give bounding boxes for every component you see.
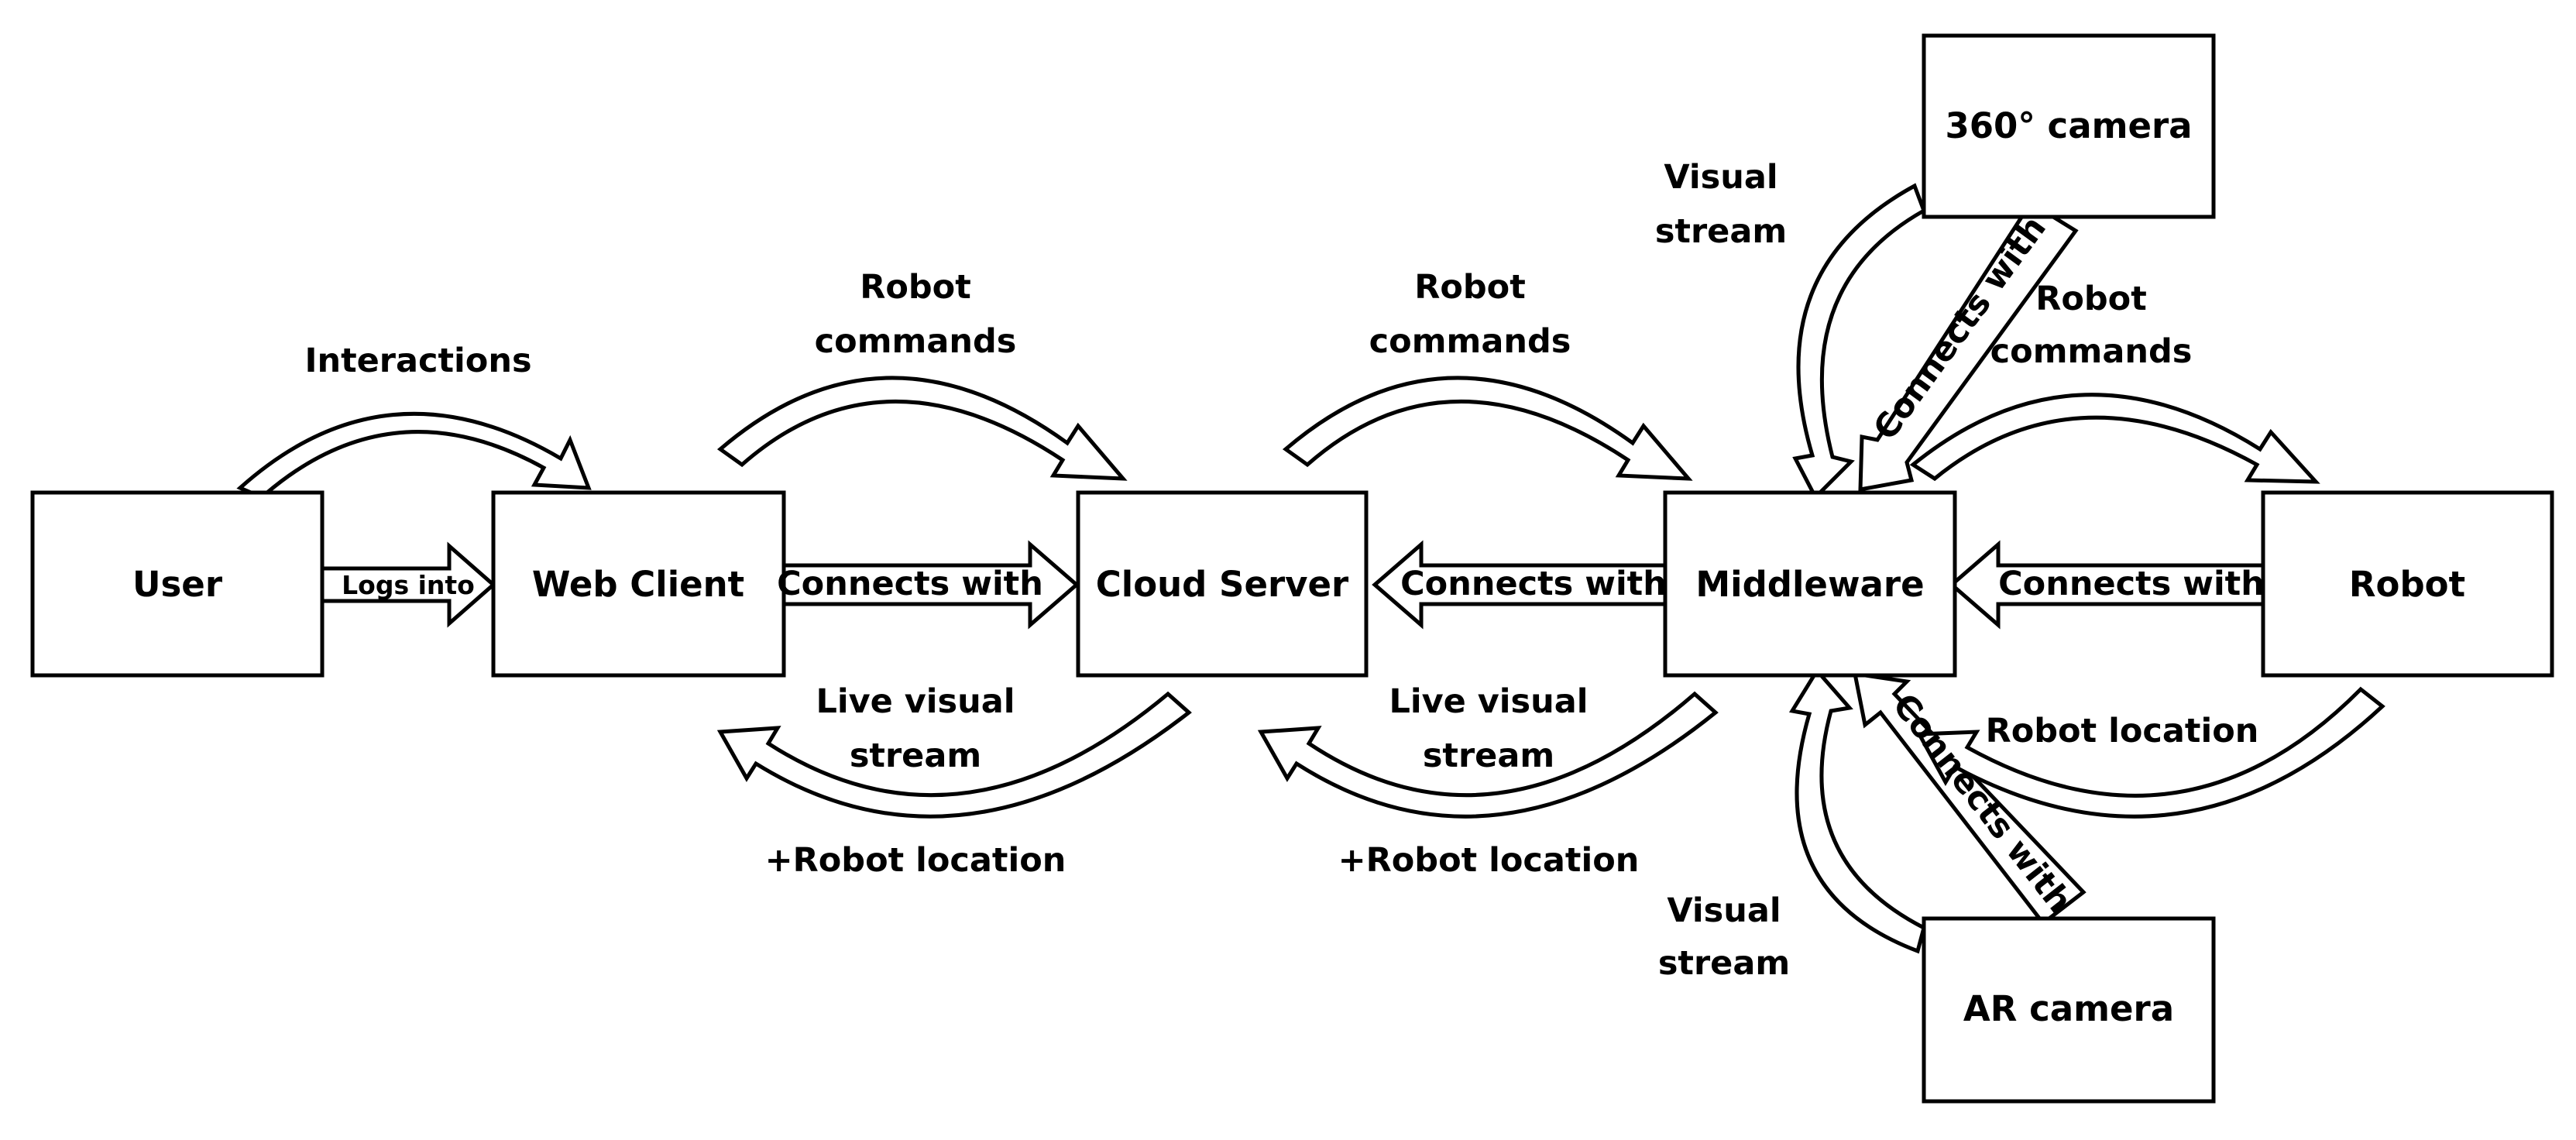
cs-mw-commands-label-2: commands	[1369, 322, 1571, 361]
user-label: User	[132, 564, 223, 605]
mw-robot-commands-label-1: Robot	[2035, 280, 2147, 318]
wc-cs-stream-label-2: stream	[850, 737, 981, 775]
cloud-server-node	[1076, 490, 1369, 678]
robot-middleware-location-arrow	[1915, 686, 2385, 819]
arcamera-middleware-connects-arrow	[1852, 671, 2087, 926]
robot-middleware-connects-arrow	[1949, 540, 2265, 630]
cloud-webclient-stream-arrow	[716, 691, 1192, 819]
web-client-node	[491, 490, 786, 678]
middleware-label: Middleware	[1695, 564, 1924, 605]
webclient-cloud-commands-arrow	[716, 376, 1128, 481]
interactions-arrow	[236, 411, 592, 500]
camera360-middleware-stream-arrow	[1792, 183, 1927, 501]
middleware-cloud-stream-arrow	[1257, 691, 1719, 819]
wc-cs-location-label: +Robot location	[765, 841, 1066, 880]
cloud-middleware-commands-arrow	[1282, 376, 1693, 481]
wc-cs-commands-label-1: Robot	[860, 268, 971, 307]
logs-into-arrow	[320, 541, 496, 628]
mw-robot-location-label: Robot location	[1986, 712, 2259, 750]
cs-mw-stream-label-2: stream	[1423, 737, 1554, 775]
wc-cs-connects-label: Connects with	[777, 565, 1043, 603]
wc-cs-commands-label-2: commands	[815, 322, 1017, 361]
cs-mw-stream-label-1: Live visual	[1389, 682, 1588, 721]
cs-mw-location-label: +Robot location	[1338, 841, 1640, 880]
robot-label: Robot	[2349, 564, 2465, 605]
user-node	[30, 490, 325, 678]
middleware-node	[1663, 490, 1957, 678]
cam360-stream-label-2: stream	[1655, 212, 1787, 251]
cs-mw-commands-label-1: Robot	[1414, 268, 1526, 307]
cloud-server-label: Cloud Server	[1096, 564, 1349, 605]
cs-mw-connects-label: Connects with	[1400, 565, 1667, 603]
middleware-robot-commands-arrow	[1909, 393, 2320, 484]
cam360-stream-label-1: Visual	[1664, 158, 1777, 197]
interactions-label: Interactions	[304, 342, 531, 380]
middleware-cloud-connects-arrow	[1372, 540, 1668, 630]
ar-camera-label: AR camera	[1963, 988, 2174, 1029]
wc-cs-stream-label-1: Live visual	[816, 682, 1015, 721]
ar-stream-label-2: stream	[1658, 944, 1790, 983]
logs-into-label: Logs into	[342, 570, 475, 600]
webclient-cloud-connects-arrow	[781, 540, 1080, 630]
camera-360-node	[1922, 33, 2216, 219]
camera-360-label: 360° camera	[1945, 105, 2192, 146]
ar-camera-node	[1922, 916, 2216, 1104]
mw-robot-commands-label-2: commands	[1990, 332, 2193, 371]
mw-robot-connects-label: Connects with	[1998, 565, 2265, 603]
camera360-middleware-connects-arrow	[1858, 200, 2079, 493]
robot-node	[2261, 490, 2554, 678]
web-client-label: Web Client	[532, 564, 744, 605]
ar-stream-label-1: Visual	[1667, 891, 1781, 930]
